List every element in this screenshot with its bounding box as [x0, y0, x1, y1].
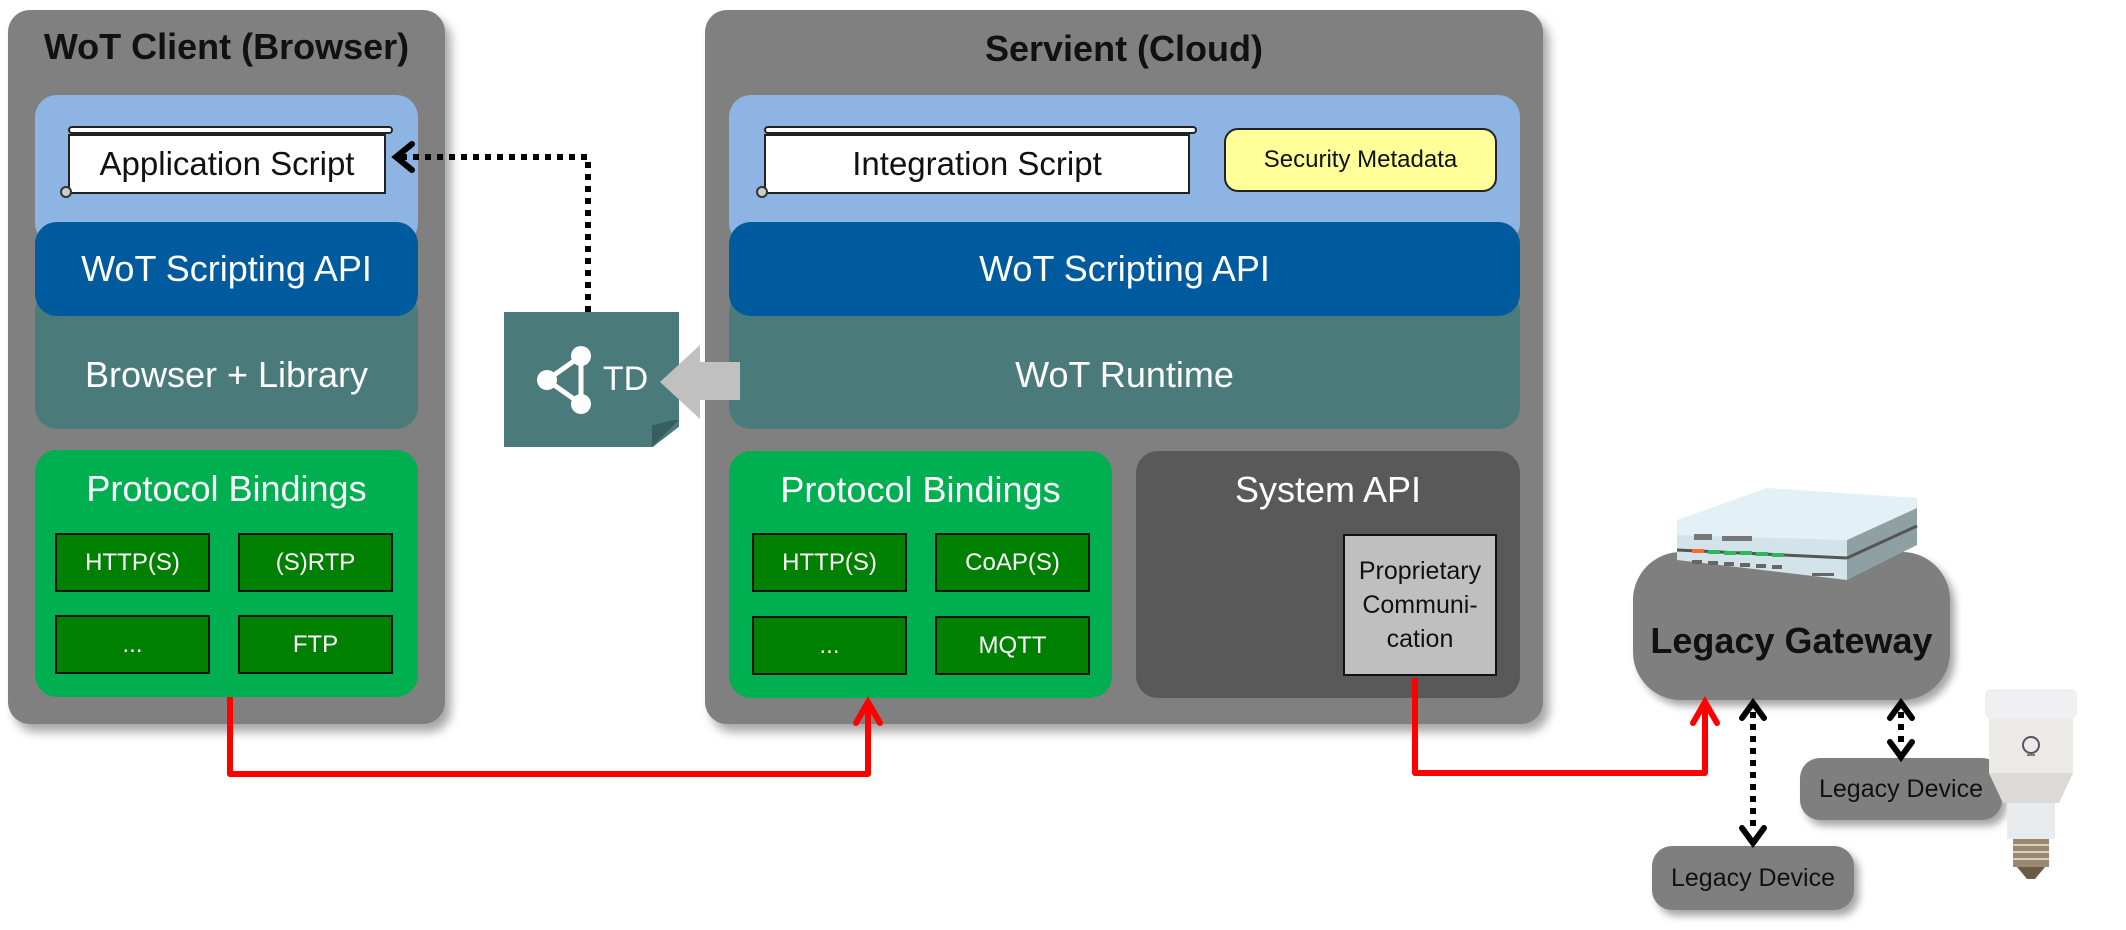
dotted-arrowhead-icon: [1887, 697, 1915, 721]
client-scroll-top: [68, 126, 393, 134]
legacy-gateway-label: Legacy Gateway: [1650, 620, 1933, 661]
client-protocol-title: Protocol Bindings: [86, 468, 367, 509]
proprietary-line-2: Communi-: [1362, 591, 1478, 619]
servient-protocol-more[interactable]: ...: [752, 616, 907, 675]
dotted-arrowhead-icon: [1887, 739, 1915, 763]
servient-title: Servient (Cloud): [984, 28, 1263, 69]
integration-script[interactable]: Integration Script: [764, 134, 1190, 194]
client-scripting-api: WoT Scripting API: [35, 222, 418, 316]
legacy-device-1[interactable]: Legacy Device: [1800, 758, 2002, 820]
legacy-gateway[interactable]: Legacy Gateway: [1633, 552, 1950, 700]
client-protocol-http[interactable]: HTTP(S): [55, 533, 210, 592]
dotted-arrowhead-icon: [1739, 825, 1767, 849]
servient-protocol-http[interactable]: HTTP(S): [752, 533, 907, 592]
servient-scripting-api: WoT Scripting API: [729, 222, 1520, 316]
servient-scripting-api-label: WoT Scripting API: [979, 248, 1270, 289]
proprietary-line-3: cation: [1386, 625, 1454, 653]
client-runtime-label: Browser + Library: [84, 353, 369, 395]
wot-client-title: WoT Client (Browser): [43, 26, 410, 67]
share-graph-icon: [536, 345, 591, 414]
servient-runtime-label: WoT Runtime: [1015, 353, 1234, 395]
servient-protocol-mqtt[interactable]: MQTT: [935, 616, 1090, 675]
scroll-curl-icon: [756, 186, 768, 198]
proprietary-communication[interactable]: Proprietary Communi- cation: [1343, 534, 1497, 676]
legacy-device-2[interactable]: Legacy Device: [1652, 846, 1854, 910]
client-protocol-more[interactable]: ...: [55, 615, 210, 674]
client-protocol-srtp[interactable]: (S)RTP: [238, 533, 393, 592]
thing-description[interactable]: TD: [504, 312, 679, 447]
servient-protocol-title: Protocol Bindings: [780, 469, 1061, 510]
client-protocol-ftp[interactable]: FTP: [238, 615, 393, 674]
scroll-curl-icon: [60, 186, 72, 198]
application-script[interactable]: Application Script: [68, 134, 386, 194]
servient-protocol-coap[interactable]: CoAP(S): [935, 533, 1090, 592]
red-arrowhead-icon: [1690, 695, 1720, 726]
light-bulb-icon: [1985, 689, 2077, 879]
system-api-title: System API: [1234, 469, 1422, 510]
security-metadata[interactable]: Security Metadata: [1224, 128, 1497, 192]
td-label: TD: [602, 360, 649, 398]
servient-scroll-top: [764, 126, 1197, 134]
proprietary-line-1: Proprietary: [1358, 557, 1482, 585]
dotted-arrowhead-icon: [1739, 697, 1767, 721]
router-icon: [1676, 488, 1918, 580]
client-scripting-api-label: WoT Scripting API: [81, 248, 372, 289]
